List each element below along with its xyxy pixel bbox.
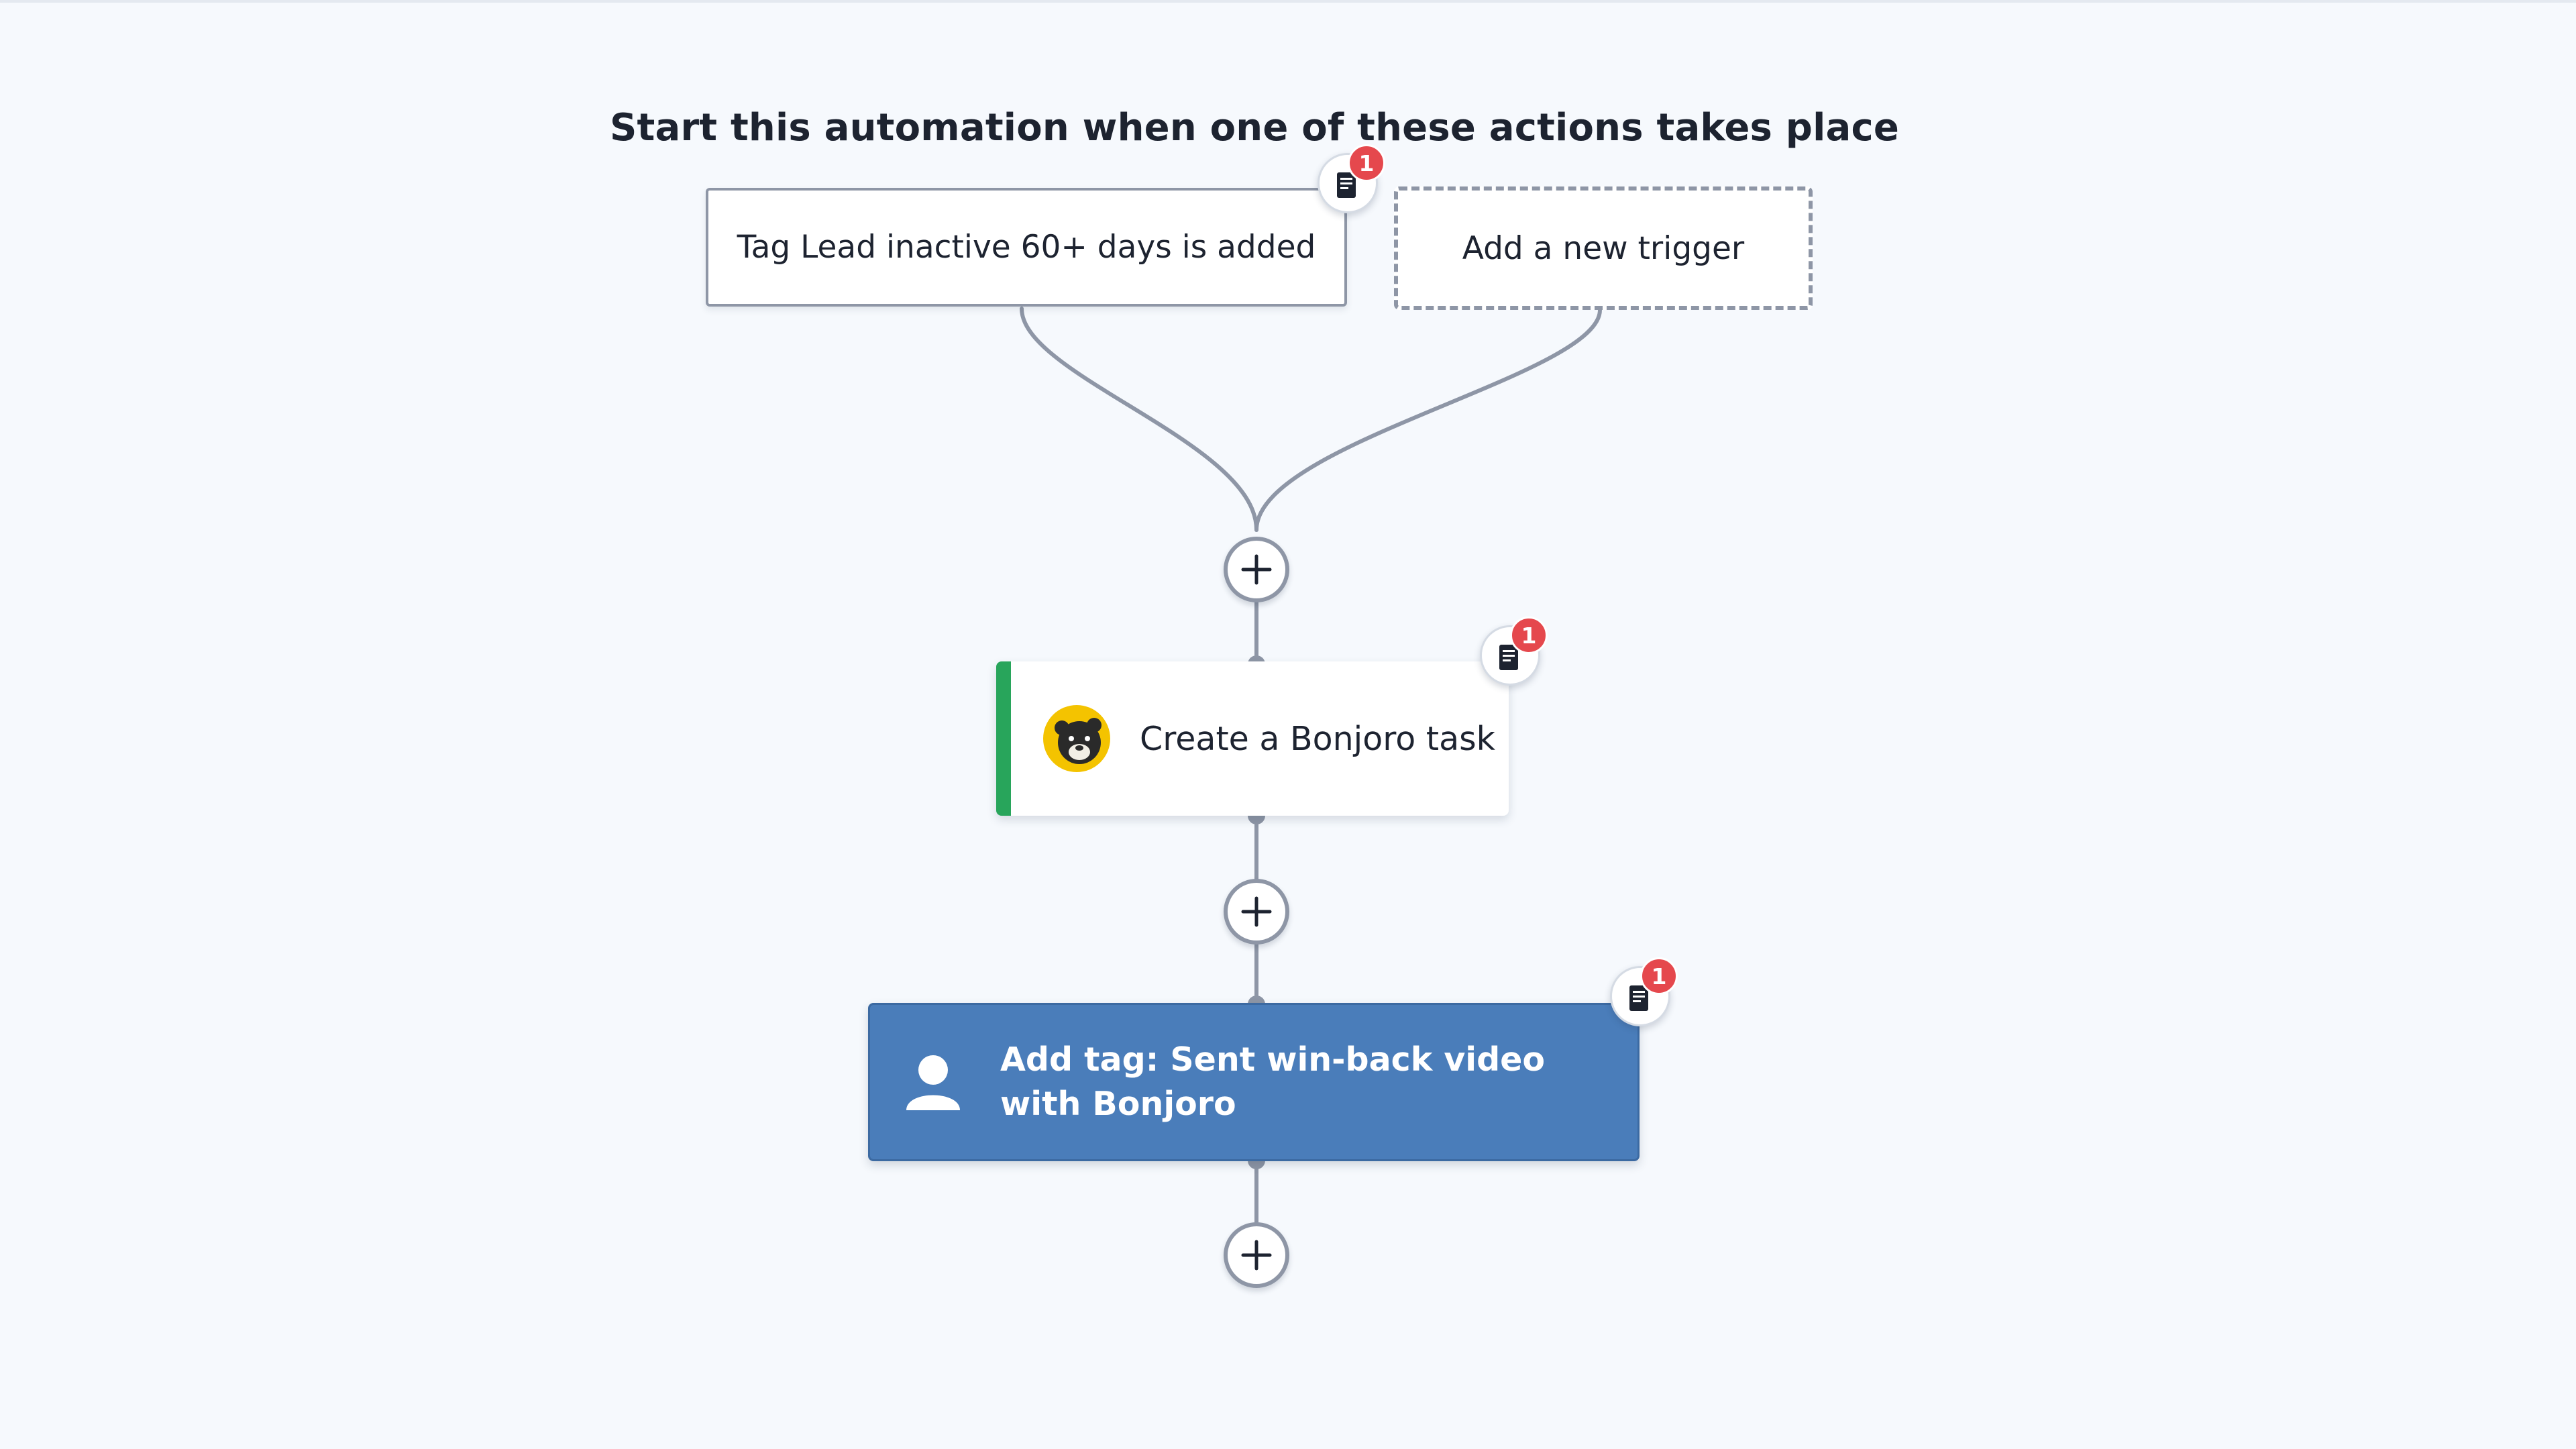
- note-icon: [1337, 172, 1356, 198]
- connector-trigger-2: [1254, 308, 1602, 532]
- top-divider: [0, 0, 2576, 3]
- person-icon: [906, 1055, 960, 1110]
- add-trigger-label: Add a new trigger: [1462, 229, 1745, 267]
- plus-icon: [1241, 896, 1272, 927]
- automation-heading: Start this automation when one of these …: [609, 106, 1900, 150]
- action-add-tag[interactable]: Add tag: Sent win-back video with Bonjor…: [868, 1003, 1640, 1161]
- action-create-bonjoro-task[interactable]: Create a Bonjoro task: [996, 661, 1509, 816]
- bonjoro-bear-logo-icon: [1043, 705, 1110, 772]
- note-icon: [1499, 645, 1518, 670]
- add-step-button[interactable]: [1224, 537, 1289, 602]
- note-icon: [1629, 985, 1648, 1011]
- notes-count-badge: 1: [1348, 144, 1385, 182]
- trigger-tag-added[interactable]: Tag Lead inactive 60+ days is added: [706, 188, 1347, 307]
- plus-icon: [1241, 1240, 1272, 1271]
- notes-count-badge: 1: [1640, 957, 1678, 995]
- add-step-button[interactable]: [1224, 1222, 1289, 1288]
- plus-icon: [1241, 554, 1272, 585]
- trigger-notes-badge[interactable]: 1: [1318, 144, 1385, 213]
- action-label: Add tag: Sent win-back video with Bonjor…: [1000, 1040, 1546, 1123]
- action-label: Create a Bonjoro task: [1140, 719, 1496, 758]
- notes-count-badge: 1: [1510, 616, 1548, 654]
- action-notes-badge[interactable]: 1: [1610, 957, 1678, 1026]
- add-step-button[interactable]: [1224, 879, 1289, 945]
- add-new-trigger-button[interactable]: Add a new trigger: [1394, 186, 1813, 310]
- connector-trigger-1: [1020, 307, 1258, 532]
- trigger-label: Tag Lead inactive 60+ days is added: [737, 229, 1316, 266]
- action-notes-badge[interactable]: 1: [1480, 616, 1548, 686]
